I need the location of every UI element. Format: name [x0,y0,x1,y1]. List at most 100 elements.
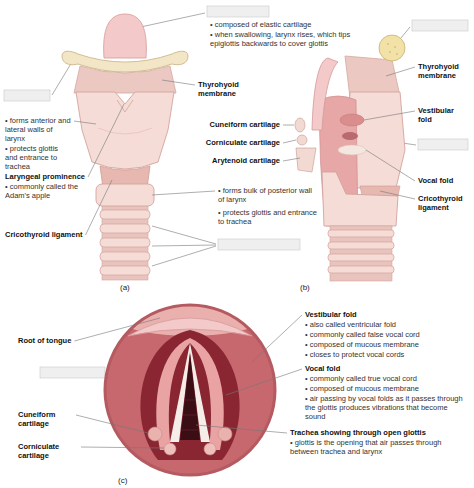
laryngeal-inlet [140,330,239,460]
leader-line [401,27,410,38]
leader-line [76,415,148,433]
note-text: • also called ventricular fold [305,320,396,329]
blank-label-box [218,239,300,250]
cricoid-cartilage [322,172,398,226]
tracheal-ring [100,266,150,275]
tracheal-ring [100,210,150,219]
glottis [180,354,200,440]
note-text: • glottis is the opening that air passes… [290,438,470,456]
view-ground [105,305,275,475]
vestibular-fold [340,114,364,126]
ventricle [342,132,358,140]
leader-line [81,447,164,448]
leader-line [152,246,216,266]
view-content [95,268,285,460]
tracheal-ring [100,252,150,261]
leader-line [226,369,302,395]
hyoid-bone [379,35,405,61]
tracheal-rings [100,210,150,275]
blank-label-box [207,6,269,17]
cuneiform-tubercle [148,427,162,441]
thyroid-cartilage [76,92,174,169]
note-text: • forms anterior and lateral walls of la… [5,116,71,143]
leader-line [283,158,300,161]
leader-line [196,425,287,433]
thyroid-shading [98,128,152,134]
bone-texture [387,43,398,55]
laryngeal-prominence [117,100,133,112]
leader-line [88,104,124,177]
leader-line [386,67,415,76]
tracheal-ring [328,242,394,249]
part-label: Cuneiform cartilage [210,120,280,129]
sagittal-larynx [295,35,405,281]
tracheal-ring [328,230,394,237]
epiglottis [104,14,147,58]
corniculate-cartilage [297,135,307,145]
cuneiform-cartilage [295,118,305,132]
view-rim [105,305,275,475]
note-text: • commonly called true vocal cord [305,374,417,383]
superior-view [95,268,285,475]
bone-dot [394,46,396,48]
tracheal-rings [182,400,198,430]
note-text: • forms bulk of posterior wall of larynx [218,186,318,204]
leader-line [74,121,96,124]
tracheal-ring [328,254,394,261]
tracheal-ring [100,224,150,233]
leader-line [152,226,216,244]
hyoid-bone [62,51,188,72]
part-label: Trachea showing through open glottis [290,428,426,437]
leader-line [364,111,415,120]
part-label: Cuneiform cartilage [18,410,73,428]
part-label: Thyrohyoid membrane [418,62,468,80]
blank-label-box [418,139,468,150]
blank-label-box [4,90,50,101]
arytenoid-cartilage [296,148,316,172]
panel-letter: (c) [118,476,127,485]
part-label: Vestibular fold [305,310,357,319]
part-label: Corniculate cartilage [206,138,280,147]
panel-letter: (a) [120,283,130,292]
anterior-larynx [62,14,188,280]
epiglottis [312,58,338,130]
leader-line [283,125,294,126]
leader-line [380,191,415,199]
blank-label-box [40,367,105,378]
part-label: Vocal fold [418,176,453,185]
leader-line [162,80,195,85]
root-of-tongue [95,268,285,336]
leader-line [283,140,296,143]
bone-dot [387,43,389,45]
part-label: Thyrohyoid membrane [198,80,258,98]
leader-line [252,315,302,362]
panel-letter: (b) [300,283,310,292]
part-label: Corniculate cartilage [18,442,78,460]
bone-dot [396,53,398,55]
blank-boxes [4,6,468,378]
tracheal-ring [100,238,150,247]
note-text: • composed of mucous membrane [305,340,419,349]
note-text: • commonly called the Adam's apple [5,182,85,200]
note-text: • protects glottis and entrance to trach… [5,144,71,171]
part-label: Arytenoid cartilage [212,156,280,165]
note-text: • composed of mucous membrane [305,384,419,393]
note-text: • closes to protect vocal cords [305,350,404,359]
cuneiform-tubercle [218,427,232,441]
corniculate-tubercle [164,443,176,455]
part-label: Vestibular fold [418,106,468,124]
part-label: Vocal fold [305,364,340,373]
leader-line [86,180,112,235]
leader-line [152,191,215,195]
tracheal-rings [328,230,394,273]
leader-line [366,150,415,181]
part-label: Root of tongue [18,336,71,345]
leader-line [136,13,205,28]
vocal-fold [338,145,366,155]
leader-line [152,245,216,246]
leader-line [52,62,72,95]
note-text: • protects glottis and entrance to trach… [218,208,318,226]
